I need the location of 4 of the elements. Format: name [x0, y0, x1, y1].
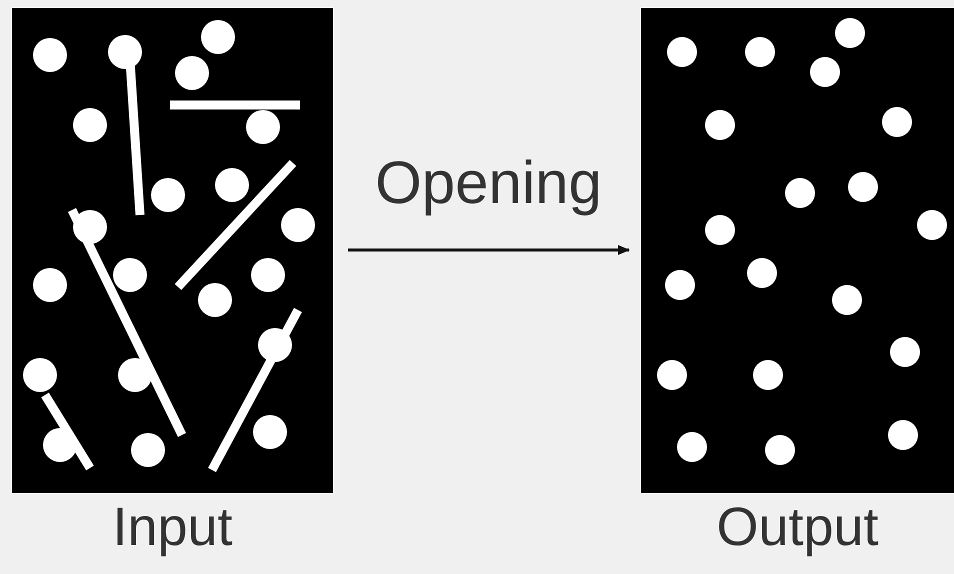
- edge-label: Opening: [374, 150, 603, 216]
- panel-title: Output: [715, 497, 880, 557]
- arrow: [348, 245, 630, 255]
- panel-title: Input: [111, 497, 234, 557]
